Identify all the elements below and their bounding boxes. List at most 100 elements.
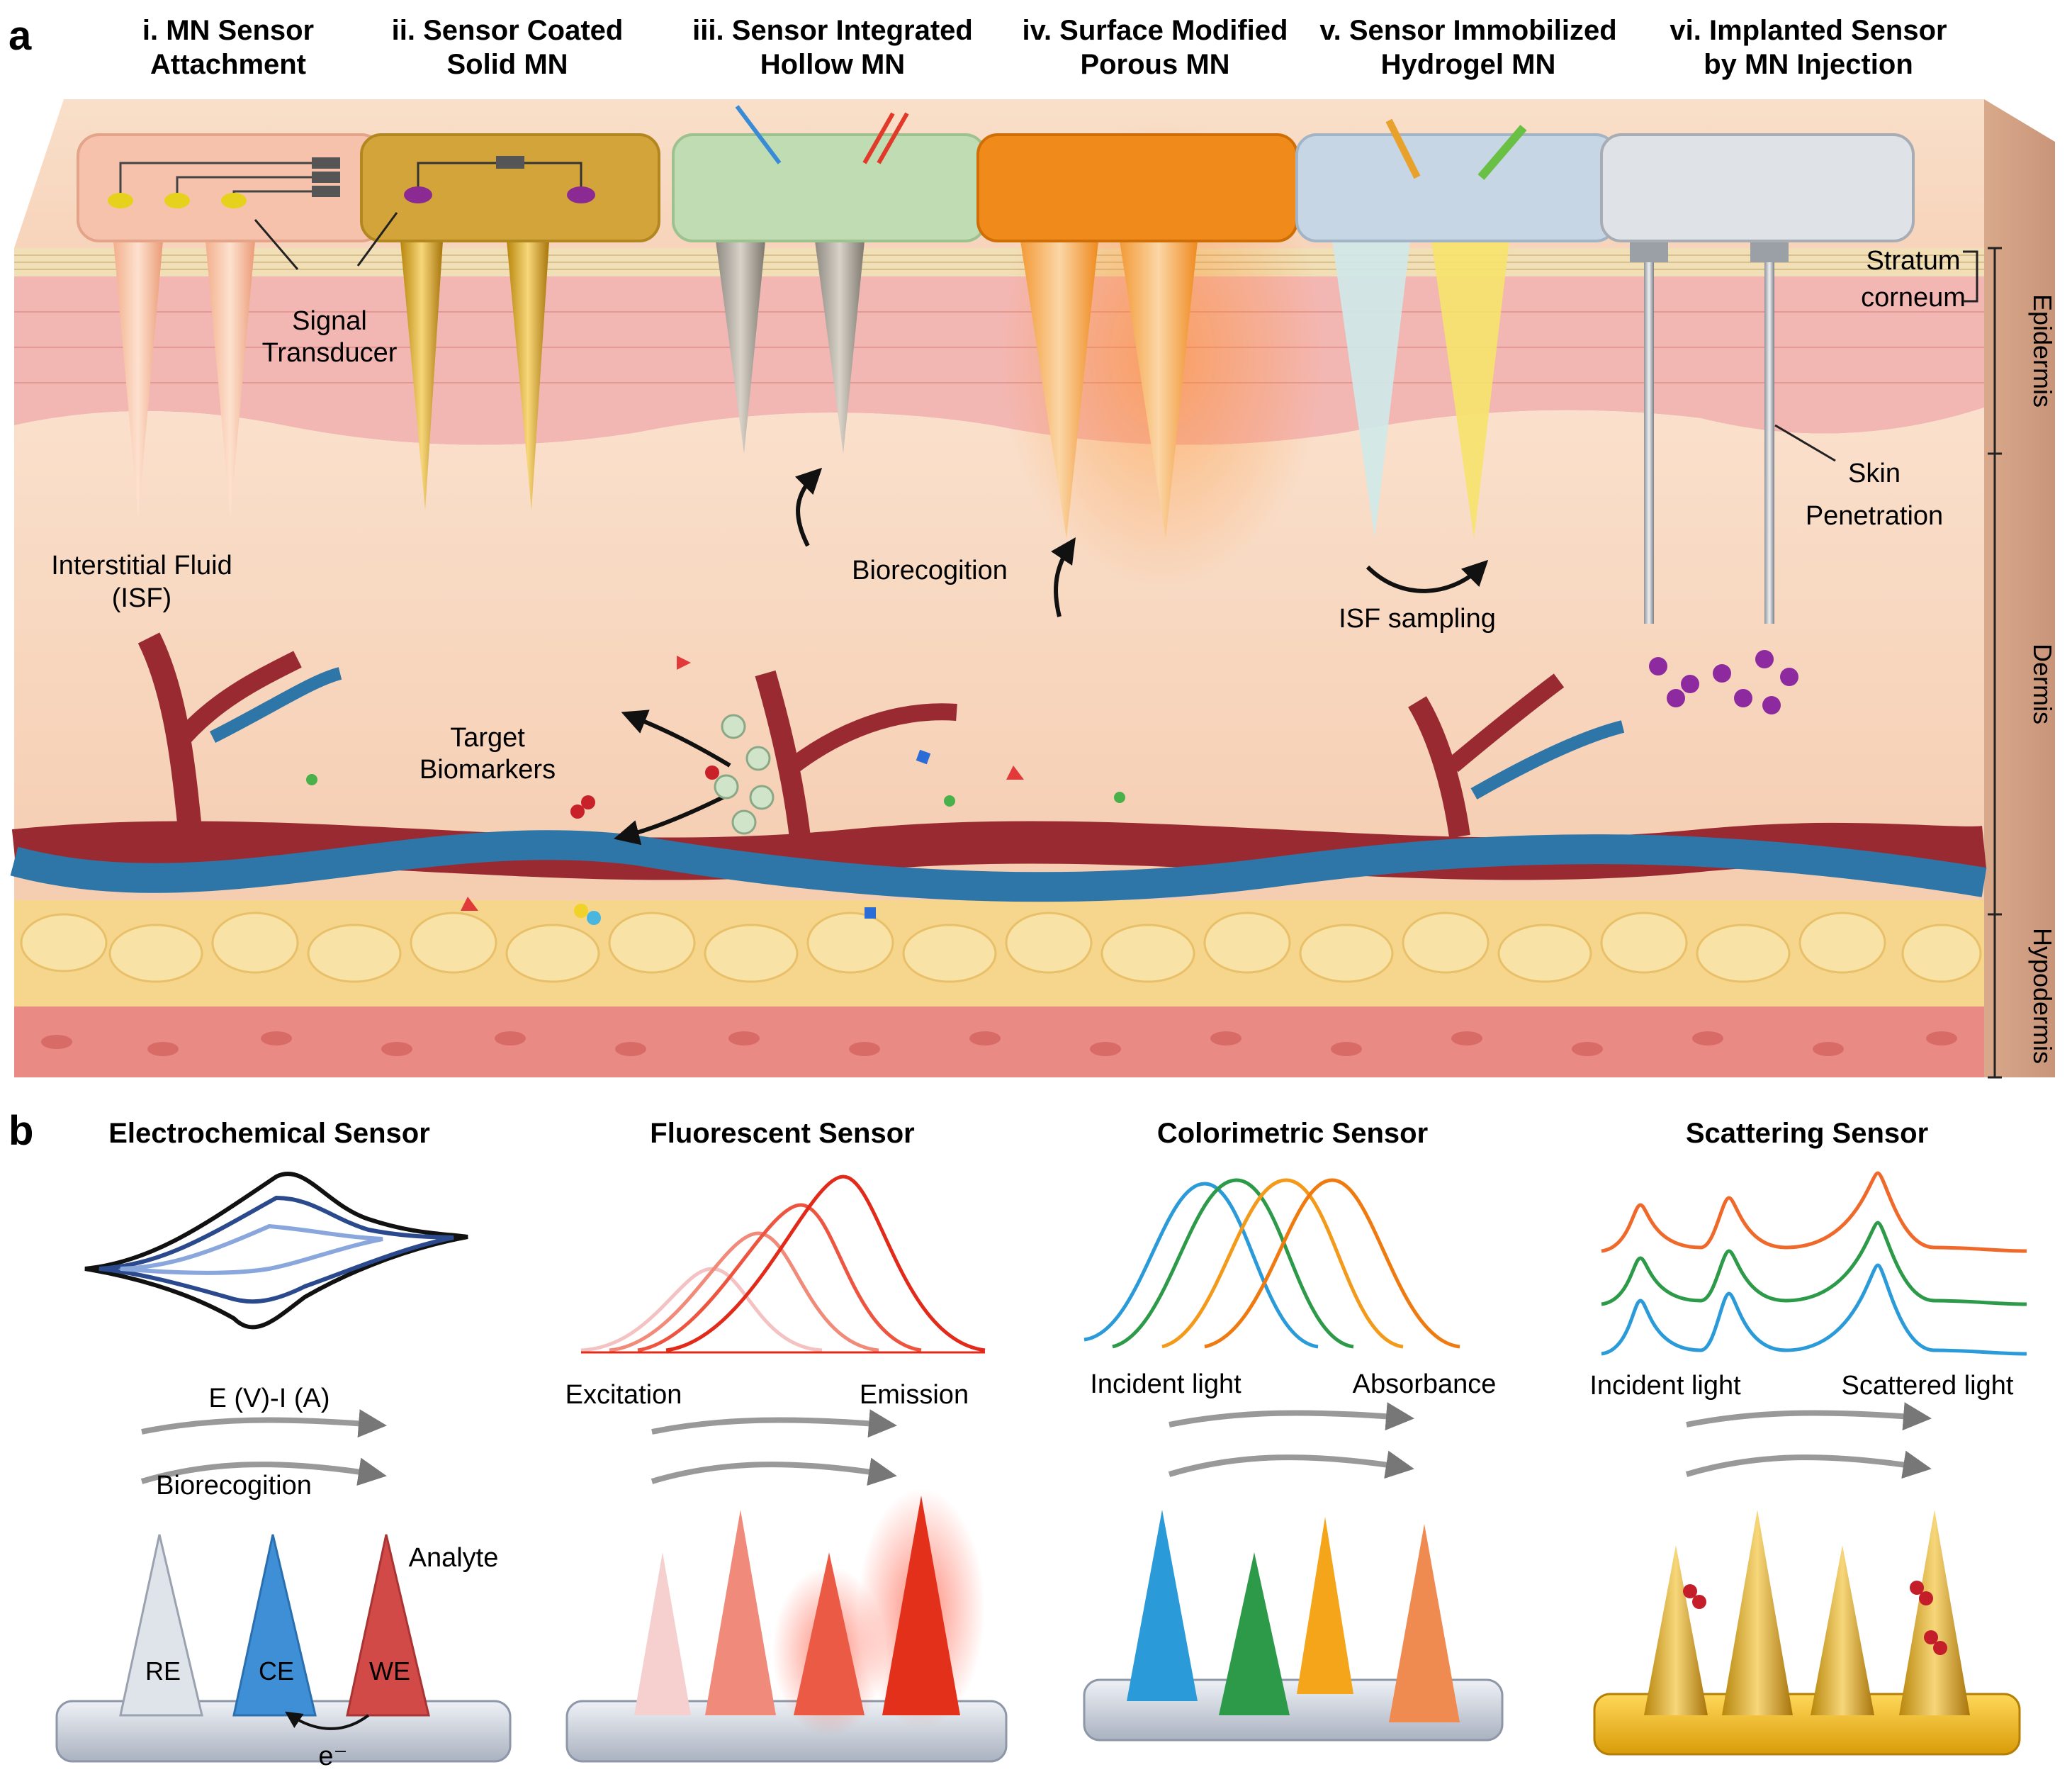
vein bbox=[10, 830, 1987, 902]
mn-cone-4b bbox=[1120, 241, 1198, 539]
panel-b: b Electrochemical Sensor E (V)-I (A) Bio… bbox=[9, 1108, 2027, 1771]
color-cone-blue bbox=[1127, 1510, 1198, 1701]
artery-branch-3b bbox=[1447, 673, 1565, 773]
fluorescent-left-label: Excitation bbox=[565, 1380, 682, 1410]
cone-re bbox=[119, 1534, 203, 1717]
label-biorecognition: Biorecogition bbox=[852, 556, 1008, 585]
colorimetric-arrow-1 bbox=[1169, 1402, 1414, 1431]
leader-signal-2 bbox=[356, 212, 398, 267]
cone-we bbox=[346, 1534, 430, 1717]
patch-6-base bbox=[1600, 133, 1915, 242]
patch-2-chip bbox=[496, 156, 524, 169]
scattering-sensor: Scattering Sensor Incident light Scatter… bbox=[1589, 1118, 2027, 1756]
electrochemical-arrow-bottom: Biorecogition bbox=[156, 1471, 312, 1501]
artery-branch-1b bbox=[170, 651, 302, 751]
col-title-3-line1: iii. Sensor Integrated bbox=[692, 15, 973, 46]
patch-1-chips bbox=[312, 157, 340, 197]
label-signal: Signal bbox=[292, 306, 367, 336]
panel-a-letter: a bbox=[9, 13, 32, 59]
mn-cone-1a bbox=[113, 241, 163, 517]
artery-branch-3 bbox=[1408, 696, 1470, 839]
col-title-4-line2: Porous MN bbox=[1080, 49, 1229, 80]
mn-cone-1b bbox=[205, 241, 255, 517]
patch-2-pad-b bbox=[567, 186, 595, 203]
mn-cone-3b bbox=[815, 241, 865, 454]
fluorescent-sensor: Fluorescent Sensor Excitation Emission bbox=[565, 1118, 1008, 1763]
leader-signal-1 bbox=[254, 219, 299, 270]
col-title-5-line2: Hydrogel MN bbox=[1381, 49, 1556, 80]
mn-needle-6b bbox=[1764, 255, 1774, 624]
patch-1-pads bbox=[108, 193, 247, 208]
color-cone-green bbox=[1219, 1552, 1290, 1715]
label-target-1: Target bbox=[450, 723, 525, 753]
col-title-5-line1: v. Sensor Immobilized bbox=[1319, 15, 1616, 46]
patch-3-light-in bbox=[735, 105, 782, 164]
layer-epidermis: Epidermis bbox=[2028, 294, 2057, 408]
scatter-cone-2 bbox=[1722, 1510, 1793, 1715]
mn-cone-2a bbox=[400, 241, 443, 510]
sensor-patch-4 bbox=[976, 120, 1325, 588]
label-stratum: Stratum bbox=[1866, 246, 1960, 276]
scattering-arrow-1 bbox=[1686, 1402, 1932, 1431]
panel-b-letter: b bbox=[9, 1108, 33, 1154]
label-target-2: Biomarkers bbox=[420, 755, 556, 785]
electrochemical-arrow-2 bbox=[140, 1457, 387, 1486]
patch-2-pad-a bbox=[404, 186, 432, 203]
fluorescent-arrow-2 bbox=[651, 1457, 897, 1486]
color-cone-orange bbox=[1389, 1524, 1460, 1722]
col-title-2-line1: ii. Sensor Coated bbox=[392, 15, 624, 46]
mn-cone-5a bbox=[1332, 241, 1410, 539]
colorimetric-title: Colorimetric Sensor bbox=[1157, 1118, 1428, 1149]
cv-curve-mid bbox=[98, 1195, 454, 1304]
sensor-patch-1 bbox=[77, 133, 384, 517]
mn-needle-6a bbox=[1644, 255, 1654, 624]
colorimetric-left-label: Incident light bbox=[1090, 1369, 1241, 1399]
label-we: WE bbox=[369, 1656, 410, 1686]
electrochemical-arrow-top: E (V)-I (A) bbox=[209, 1384, 330, 1413]
arrow-hollow bbox=[794, 467, 823, 547]
electrochemical-sensor: Electrochemical Sensor E (V)-I (A) Biore… bbox=[55, 1118, 512, 1771]
label-electron: e⁻ bbox=[318, 1742, 347, 1771]
panel-a: a i. MN Sensor Attachment ii. Sensor Coa… bbox=[9, 13, 2057, 1079]
skin-side-face bbox=[1984, 99, 2055, 1077]
fluor-cone-2 bbox=[705, 1510, 776, 1715]
electrochemical-arrow-1 bbox=[141, 1409, 387, 1438]
layer-hypodermis: Hypodermis bbox=[2028, 928, 2057, 1064]
arrow-isf-sampling bbox=[1366, 559, 1489, 593]
scattering-right-label: Scattered light bbox=[1842, 1371, 2014, 1401]
col-title-4-line1: iv. Surface Modified bbox=[1023, 15, 1288, 46]
col-title-3-line2: Hollow MN bbox=[760, 49, 905, 80]
artery-branch-2b bbox=[788, 703, 957, 773]
implanted-particles bbox=[1649, 650, 1798, 714]
arrow-porous bbox=[1051, 537, 1076, 617]
fluorescence-curves bbox=[580, 1174, 986, 1354]
scattering-title: Scattering Sensor bbox=[1686, 1118, 1928, 1149]
mn-cone-3a bbox=[716, 241, 765, 454]
cv-curves bbox=[84, 1171, 468, 1330]
scatter-cone-1 bbox=[1644, 1545, 1708, 1715]
epidermis-cells bbox=[14, 311, 1984, 383]
label-corneum: corneum bbox=[1861, 283, 1966, 313]
mn-cone-4a bbox=[1020, 241, 1098, 539]
blood-vessels bbox=[10, 632, 1987, 902]
label-penetration: Penetration bbox=[1806, 501, 1943, 531]
label-re: RE bbox=[145, 1656, 181, 1686]
cv-curve-outer bbox=[84, 1171, 468, 1330]
column-titles: i. MN Sensor Attachment ii. Sensor Coate… bbox=[142, 15, 1947, 80]
absorbance-curves bbox=[1083, 1178, 1460, 1349]
electrochemical-title: Electrochemical Sensor bbox=[108, 1118, 430, 1149]
cone-ce bbox=[232, 1534, 317, 1717]
label-isf-2: (ISF) bbox=[112, 583, 171, 613]
patch-5-light-out bbox=[1477, 125, 1527, 180]
fluorescent-title: Fluorescent Sensor bbox=[650, 1118, 914, 1149]
col-title-1-line1: i. MN Sensor bbox=[142, 15, 314, 46]
needle-hub-6a bbox=[1630, 241, 1668, 262]
color-cone-yellow bbox=[1297, 1517, 1353, 1694]
colorimetric-arrow-2 bbox=[1168, 1450, 1414, 1479]
fluor-cone-4 bbox=[882, 1496, 960, 1715]
mn-cone-2b bbox=[507, 241, 549, 510]
patch-2-base bbox=[360, 133, 660, 242]
vein-branch-1 bbox=[209, 667, 342, 744]
patch-5-base bbox=[1295, 133, 1617, 242]
sensor-patch-6 bbox=[1600, 133, 1915, 714]
